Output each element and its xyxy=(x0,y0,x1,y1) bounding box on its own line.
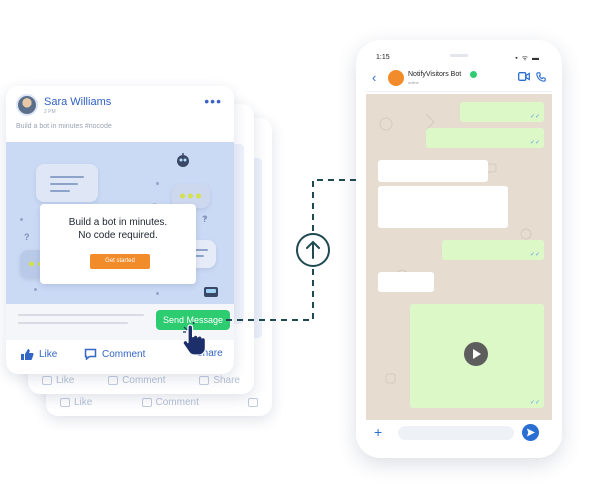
comment-icon xyxy=(84,348,97,360)
bot-name[interactable]: NotifyVisitors Bot xyxy=(408,71,462,78)
post-time: 2 PM xyxy=(44,109,56,115)
robot-icon xyxy=(204,287,218,297)
status-bar: 1:15 ▪ ᯤ ▬ xyxy=(370,52,548,64)
phone-mockup: 1:15 ▪ ᯤ ▬ ‹ NotifyVisitors Bot online ✓… xyxy=(356,40,562,458)
get-started-button[interactable]: Get started xyxy=(90,254,150,269)
share-label: Share xyxy=(196,348,223,359)
comment-button[interactable]: Comment xyxy=(84,348,145,360)
post-actions: Like Comment Share xyxy=(6,344,234,368)
message-input-bar: + xyxy=(366,420,552,446)
post-image: ? ? ? Build a bot in minutes. No code re… xyxy=(6,142,234,304)
comment-label: Comment xyxy=(102,348,146,360)
like-icon xyxy=(42,376,52,385)
like-icon xyxy=(60,398,70,407)
send-icon[interactable] xyxy=(522,424,539,441)
chat-bubble-icon xyxy=(36,164,98,202)
comment-icon xyxy=(108,376,119,385)
verified-badge-icon xyxy=(470,71,477,78)
robot-icon xyxy=(177,153,189,167)
incoming-message xyxy=(378,272,434,292)
send-message-button[interactable]: Send Message xyxy=(156,310,230,330)
incoming-message xyxy=(378,160,488,182)
ghost-actions: Like Comment Share xyxy=(28,375,254,386)
post-caption: Build a bot in minutes #nocode xyxy=(16,123,112,130)
user-name[interactable]: Sara Williams xyxy=(44,96,112,108)
post-header: Sara Williams 2 PM ••• xyxy=(16,94,226,120)
chat-header: ‹ NotifyVisitors Bot online xyxy=(366,66,552,92)
hand-cursor-icon xyxy=(182,322,206,356)
modal-text: Build a bot in minutes. No code required… xyxy=(68,217,168,241)
outgoing-message: ✓✓ xyxy=(442,240,544,260)
share-icon xyxy=(199,376,210,385)
read-receipt-icon: ✓✓ xyxy=(529,114,540,120)
play-icon[interactable] xyxy=(464,342,488,366)
avatar[interactable] xyxy=(16,94,38,116)
back-chevron-icon[interactable]: ‹ xyxy=(372,70,377,85)
promo-modal: Build a bot in minutes. No code required… xyxy=(40,204,196,284)
share-icon xyxy=(248,398,258,407)
like-icon xyxy=(21,349,34,360)
incoming-message xyxy=(378,186,508,228)
outgoing-video-message[interactable]: ✓✓ xyxy=(410,304,544,408)
video-call-icon[interactable] xyxy=(518,72,530,81)
like-label: Like xyxy=(39,349,58,360)
more-options-icon[interactable]: ••• xyxy=(204,93,222,109)
read-receipt-icon: ✓✓ xyxy=(529,140,540,146)
phone-speaker xyxy=(450,54,468,57)
message-input[interactable] xyxy=(398,426,514,440)
status-time: 1:15 xyxy=(376,54,390,61)
ghost-actions: Like Comment xyxy=(46,397,272,408)
like-button[interactable]: Like xyxy=(20,348,57,361)
read-receipt-icon: ✓✓ xyxy=(529,252,540,258)
social-post-card: Sara Williams 2 PM ••• Build a bot in mi… xyxy=(6,86,234,374)
read-receipt-icon: ✓✓ xyxy=(529,400,540,406)
arrow-up-icon xyxy=(296,233,330,267)
outgoing-message: ✓✓ xyxy=(460,102,544,122)
chat-area[interactable]: ✓✓ ✓✓ ✓✓ ✓✓ xyxy=(366,94,552,420)
question-icon: ? xyxy=(202,214,208,224)
comment-icon xyxy=(141,398,152,407)
bot-avatar[interactable] xyxy=(388,70,404,86)
question-icon: ? xyxy=(24,232,30,242)
outgoing-message: ✓✓ xyxy=(426,128,544,148)
call-icon[interactable] xyxy=(536,72,546,82)
status-icons: ▪ ᯤ ▬ xyxy=(515,55,540,62)
attach-plus-icon[interactable]: + xyxy=(374,424,383,440)
bot-status: online xyxy=(408,80,419,85)
share-button[interactable]: Share xyxy=(186,348,223,359)
